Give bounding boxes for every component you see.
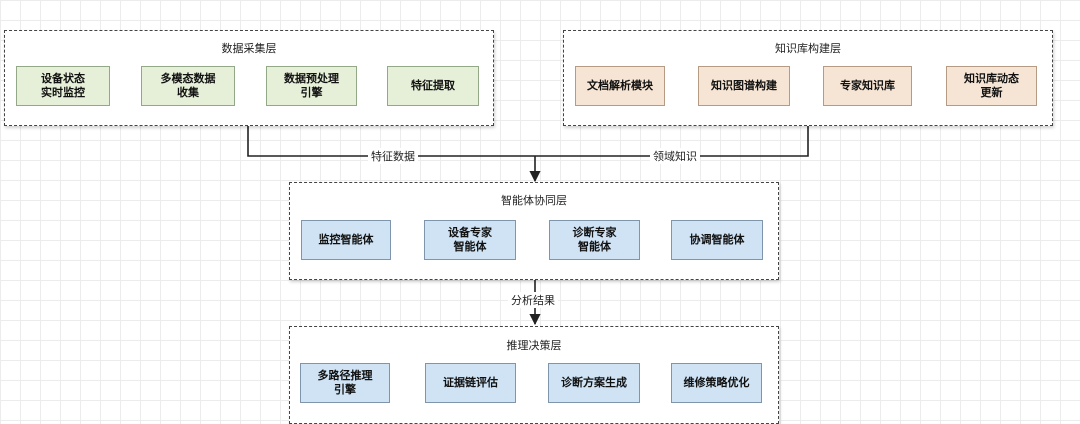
edge-label-analysis-result: 分析结果: [508, 292, 558, 308]
node-multipath-reasoning: 多路径推理 引擎: [300, 363, 390, 403]
line-feature-data: [247, 125, 535, 157]
node-kb-dynamic-update: 知识库动态 更新: [946, 66, 1037, 106]
node-document-parse: 文档解析模块: [575, 66, 665, 106]
edge-label-domain-knowledge: 领域知识: [650, 148, 700, 164]
node-device-monitor: 设备状态 实时监控: [16, 66, 110, 106]
node-knowledge-graph: 知识图谱构建: [698, 66, 790, 106]
line-domain-knowledge: [535, 125, 809, 157]
node-equipment-expert-agent: 设备专家 智能体: [424, 220, 516, 260]
edge-label-feature-data: 特征数据: [368, 148, 418, 164]
node-diagnosis-plan: 诊断方案生成: [548, 363, 640, 403]
layer-title: 推理决策层: [506, 339, 562, 352]
node-preprocess-engine: 数据预处理 引擎: [266, 66, 357, 106]
node-multimodal-collect: 多模态数据 收集: [141, 66, 235, 106]
node-monitor-agent: 监控智能体: [301, 220, 391, 260]
node-evidence-chain-eval: 证据链评估: [425, 363, 516, 403]
layer-title: 数据采集层: [221, 42, 277, 55]
node-repair-strategy: 维修策略优化: [671, 363, 762, 403]
layer-title: 智能体协同层: [501, 194, 567, 207]
node-coordinator-agent: 协调智能体: [671, 220, 763, 260]
node-diagnosis-expert-agent: 诊断专家 智能体: [549, 220, 640, 260]
node-expert-kb: 专家知识库: [823, 66, 912, 106]
layer-title: 知识库构建层: [775, 42, 841, 55]
node-feature-extract: 特征提取: [387, 66, 479, 106]
